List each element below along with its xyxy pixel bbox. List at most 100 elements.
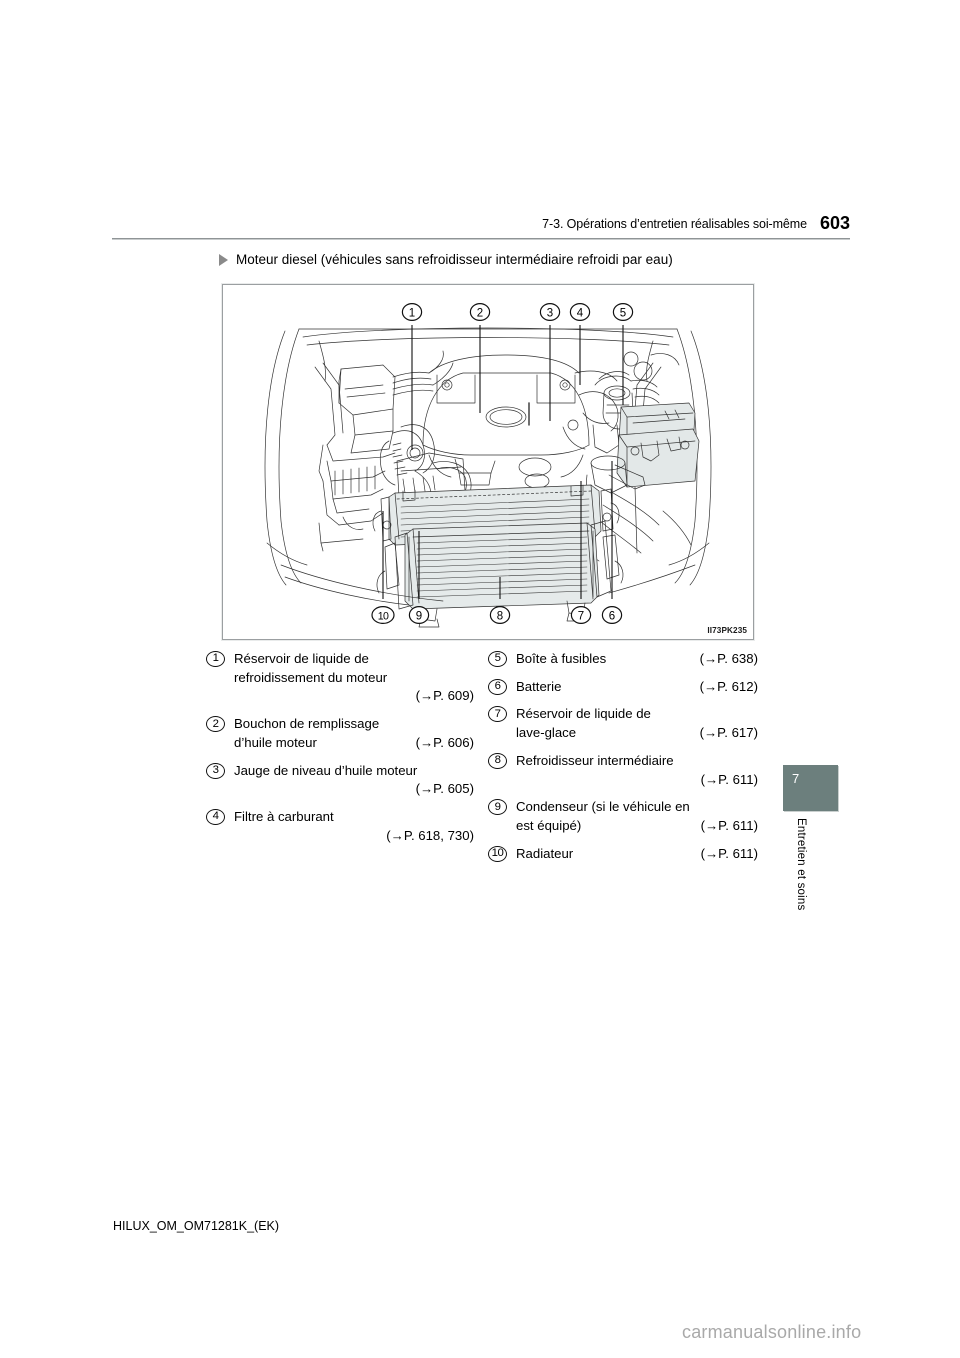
legend-line: Refroidisseur intermédiaire [516,752,758,771]
svg-text:1: 1 [409,307,415,319]
legend-line: lave-glace (→P. 617) [516,724,758,743]
legend-line: (→P. 618, 730) [234,827,474,846]
svg-text:3: 3 [547,307,553,319]
svg-text:9: 9 [416,610,422,622]
legend-text-block: Refroidisseur intermédiaire(→P. 611) [516,752,758,789]
legend-label: Réservoir de liquide de [516,706,651,722]
legend-line: Batterie(→P. 612) [516,678,758,697]
page-number: 603 [819,213,850,233]
legend-item: 8 Refroidisseur intermédiaire(→P. 611) [488,752,758,789]
legend-item: 1 Réservoir de liquide de refroidissement … [206,650,474,706]
circle-outline-icon [206,651,225,667]
page-reference-link[interactable]: (→P. 605) [415,781,474,797]
legend-line: d’huile moteur (→P. 606) [234,734,474,753]
legend-number-badge: 4 [206,809,227,826]
legend-number-badge: 7 [488,706,509,723]
legend-number-text: 9 [494,800,501,813]
page-reference-link[interactable]: (→P. 611) [700,818,758,834]
triangle-right-icon [219,253,228,266]
legend-item: 7 Réservoir de liquide de lave-glace (→P. 6… [488,705,758,742]
page-reference-link[interactable]: (→P. 611) [700,771,758,787]
page-reference-link[interactable]: (→P. 611) [700,845,758,861]
legend-item: 2 Bouchon de remplissage d’huile moteur (→P… [206,715,474,752]
legend-text-block: Réservoir de liquide de lave-glace (→P. 61… [516,705,758,742]
engine-bay-illustration: 1 2 3 4 5 10 [223,285,753,639]
callout-8: 8 [489,606,511,625]
legend-text-block: Condenseur (si le véhicule en est équipé)… [516,798,758,835]
callout-10: 10 [371,606,395,625]
figure-reference-code: II73PK235 [707,626,747,635]
circle-outline-icon [488,678,507,695]
subsection-heading-text: Moteur diesel (véhicules sans refroidiss… [236,252,673,267]
circle-outline-icon [206,762,225,779]
legend-line: (→P. 609) [234,687,474,706]
legend-label: lave-glace [516,725,577,741]
legend-number-badge: 9 [488,799,509,816]
legend-label: Boîte à fusibles [516,651,607,666]
legend-text-block: Radiateur (→P. 611) [516,845,758,864]
chapter-tab-label: Entretien et soins [795,818,807,911]
legend-label: Bouchon de remplissage [234,716,380,732]
legend-label: Radiateur [516,845,574,861]
legend-label: est équipé) [516,818,582,834]
legend-text-block: Bouchon de remplissage d’huile moteur (→P.… [234,715,474,752]
legend-label: Condenseur (si le véhicule en [516,799,690,815]
page-reference-link[interactable]: (→P. 609) [415,688,474,704]
legend-item: 6 Batterie(→P. 612) [488,678,758,697]
legend-item: 9 Condenseur (si le véhicule en est équipé… [488,798,758,835]
svg-text:5: 5 [620,307,626,319]
legend-column-right: 5 Boîte à fusibles (→P. 638) 6 Batterie(→P. … [488,650,758,873]
svg-text:8: 8 [497,610,503,622]
engine-compartment-figure: 1 2 3 4 5 10 [222,284,754,640]
legend-number-badge: 6 [488,678,509,696]
svg-text:4: 4 [577,307,584,319]
legend-text-block: Jauge de niveau d’huile moteur (→P. 605) [234,762,474,799]
callout-5: 5 [612,303,634,321]
page-header: 7-3. Opérations d’entretien réalisables … [112,213,850,237]
svg-text:7: 7 [578,610,584,622]
legend-number-badge: 2 [206,716,227,733]
circle-outline-icon [488,706,507,723]
page-reference-link[interactable]: (→P. 617) [699,725,758,741]
legend-line: Radiateur (→P. 611) [516,845,758,864]
page-reference-link[interactable]: (→P. 638) [699,651,758,666]
legend-label: Réservoir de liquide de [234,651,369,666]
legend-number-text: 8 [494,754,501,767]
chapter-tab: 7 [783,765,838,811]
legend-line: (→P. 611) [516,771,758,790]
legend-label: Jauge de niveau d’huile moteur [234,762,418,778]
legend-number-text: 1 [212,652,219,665]
legend-line: Réservoir de liquide de [516,705,758,724]
legend-item: 4 Filtre à carburant (→P. 618, 730) [206,808,474,845]
footer-document-id: HILUX_OM_OM71281K_(EK) [113,1219,280,1233]
legend-label: Filtre à carburant [234,809,334,825]
circle-outline-icon [206,716,225,733]
legend-number-badge: 3 [206,762,227,780]
legend-number-badge: 8 [488,752,509,770]
legend-text-block: Réservoir de liquide de refroidissement d… [234,650,474,706]
legend-number-text: 2 [212,717,219,730]
circle-outline-icon [488,799,507,816]
legend-text-block: Boîte à fusibles (→P. 638) [516,650,758,669]
legend-label: d’huile moteur [234,734,317,750]
page-reference-link[interactable]: (→P. 618, 730) [386,827,474,843]
legend-number-text: 10 [491,847,504,860]
svg-text:10: 10 [378,610,389,622]
legend-line: est équipé) (→P. 611) [516,817,758,836]
legend-line: Condenseur (si le véhicule en [516,798,758,817]
callout-9: 9 [408,606,430,625]
legend-number-text: 7 [494,707,501,720]
legend-line: Réservoir de liquide de [234,650,474,669]
legend-text-block: Filtre à carburant (→P. 618, 730) [234,808,474,845]
legend-item: 10 Radiateur (→P. 611) [488,845,758,864]
legend-number-text: 5 [494,652,501,665]
page-reference-link[interactable]: (→P. 606) [415,734,474,750]
page-reference-link[interactable]: (→P. 612) [699,678,758,694]
callout-1: 1 [401,303,423,321]
legend-number-text: 3 [212,763,219,776]
legend-label: refroidissement du moteur [234,669,388,685]
legend-text-block: Batterie(→P. 612) [516,678,758,697]
legend-line: Boîte à fusibles (→P. 638) [516,650,758,669]
legend-line: refroidissement du moteur [234,669,474,688]
circle-outline-icon [488,651,507,667]
